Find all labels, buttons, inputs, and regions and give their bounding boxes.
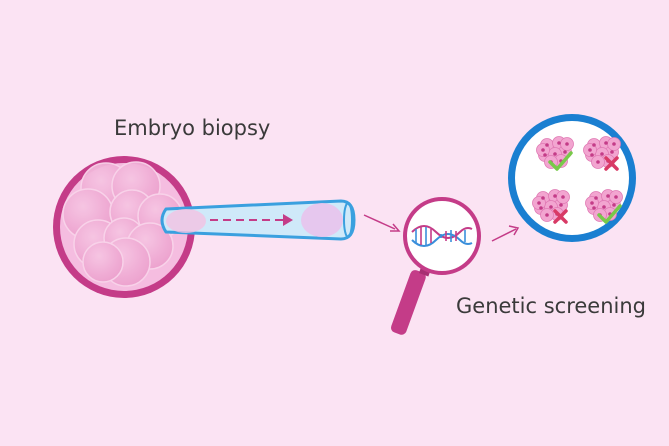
- pipette-cell-shadow: [166, 209, 206, 233]
- embryo-biopsy-label: Embryo biopsy: [114, 116, 271, 140]
- cell-nucleus: [553, 194, 557, 198]
- results-grid: [532, 136, 623, 224]
- cell-nucleus: [602, 205, 606, 209]
- cell-nucleus: [612, 203, 616, 207]
- cell-nucleus: [612, 142, 616, 146]
- cell-nucleus: [557, 141, 561, 145]
- cell-nucleus: [537, 201, 541, 205]
- cell-nucleus: [539, 206, 543, 210]
- cell-nucleus: [541, 196, 545, 200]
- cross-icon: [604, 156, 619, 171]
- cell-nucleus: [588, 148, 592, 152]
- cross-icon: [553, 209, 568, 224]
- cell-nucleus: [590, 153, 594, 157]
- screened-embryo: [583, 136, 621, 171]
- cell-nucleus: [600, 152, 604, 156]
- cell-nucleus: [545, 143, 549, 147]
- cell-nucleus: [606, 194, 610, 198]
- magnifying-glass: [390, 197, 481, 335]
- check-icon: [597, 204, 622, 224]
- screening-results: [508, 114, 636, 242]
- transfer-arrow-head: [283, 214, 293, 226]
- cell-nucleus: [541, 148, 545, 152]
- arrow-to-analysis: [363, 214, 401, 232]
- cell-nucleus: [594, 196, 598, 200]
- cell-nucleus: [592, 143, 596, 147]
- cell-nucleus: [604, 141, 608, 145]
- cell-nucleus: [610, 150, 614, 154]
- cell-nucleus: [543, 153, 547, 157]
- cell-nucleus: [561, 195, 565, 199]
- cell-nucleus: [563, 150, 567, 154]
- cell-nucleus: [592, 206, 596, 210]
- biopsy-pipette: [160, 199, 356, 241]
- screened-embryo: [585, 189, 623, 224]
- check-icon: [548, 151, 573, 171]
- biopsied-cell: [301, 203, 343, 237]
- cell-nucleus: [559, 203, 563, 207]
- genetic-screening-label: Genetic screening: [456, 294, 646, 318]
- cell-nucleus: [590, 201, 594, 205]
- embryo: [53, 156, 195, 298]
- blastomeres: [62, 161, 183, 287]
- cell-nucleus: [553, 152, 557, 156]
- screened-embryo: [536, 136, 574, 171]
- cell-nucleus: [614, 195, 618, 199]
- arrow-to-results: [491, 225, 520, 242]
- dna-icon: [411, 225, 473, 247]
- cell-nucleus: [596, 160, 600, 164]
- magnifier-handle: [390, 270, 426, 335]
- cell-nucleus: [549, 205, 553, 209]
- cell-nucleus: [565, 142, 569, 146]
- blastomere: [82, 241, 124, 283]
- pipette-tip-opening: [343, 202, 353, 238]
- screened-embryo: [532, 189, 570, 224]
- cell-nucleus: [545, 213, 549, 217]
